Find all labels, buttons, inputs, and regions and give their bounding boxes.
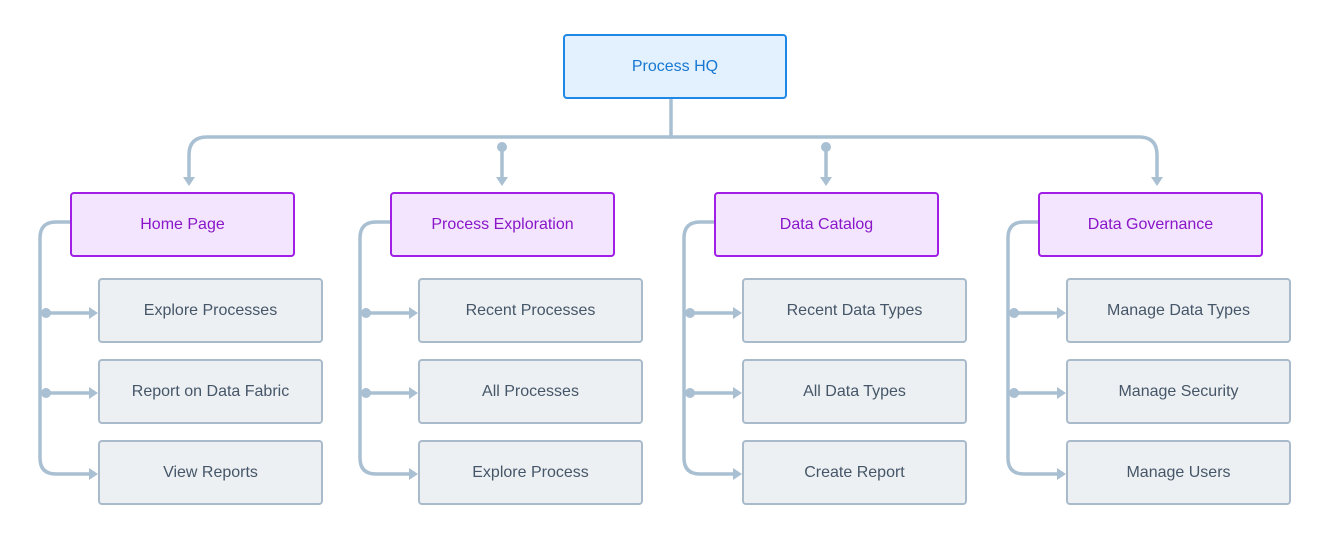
arrow-to-process-exploration — [496, 177, 508, 186]
group-2-arrow-row-2 — [733, 387, 742, 399]
group-2-arrow-row-3 — [733, 468, 742, 480]
leaf-node-explore-processes[interactable]: Explore Processes — [98, 278, 323, 343]
leaf-node-recent-processes[interactable]: Recent Processes — [418, 278, 643, 343]
leaf-node-explore-process[interactable]: Explore Process — [418, 440, 643, 505]
group-1-arrow-row-1 — [409, 307, 418, 319]
group-2-spine-line — [682, 220, 735, 476]
group-1-spine-line — [358, 220, 411, 476]
section-node-data-governance[interactable]: Data Governance — [1038, 192, 1263, 257]
top-bus-line — [187, 135, 1159, 178]
arrow-to-home-page — [183, 177, 195, 186]
leaf-node-recent-data-types[interactable]: Recent Data Types — [742, 278, 967, 343]
leaf-label: All Processes — [482, 382, 579, 400]
section-node-data-catalog[interactable]: Data Catalog — [714, 192, 939, 257]
leaf-label: Manage Users — [1126, 463, 1231, 481]
group-0-arrow-row-1 — [89, 307, 98, 319]
arrow-to-data-governance — [1151, 177, 1163, 186]
group-1-arrow-row-3 — [409, 468, 418, 480]
group-0-arrow-row-2 — [89, 387, 98, 399]
root-node[interactable]: Process HQ — [563, 34, 787, 99]
leaf-node-all-processes[interactable]: All Processes — [418, 359, 643, 424]
section-label: Data Governance — [1087, 215, 1214, 233]
leaf-label: Explore Process — [472, 463, 589, 481]
leaf-label: Manage Data Types — [1107, 301, 1250, 319]
section-label: Process Exploration — [431, 215, 574, 233]
leaf-label: Explore Processes — [143, 301, 278, 319]
group-3-spine-line — [1006, 220, 1059, 476]
leaf-node-create-report[interactable]: Create Report — [742, 440, 967, 505]
group-2-arrow-row-1 — [733, 307, 742, 319]
leaf-label: Create Report — [804, 463, 905, 481]
leaf-label: All Data Types — [803, 382, 906, 400]
root-label: Process HQ — [631, 57, 719, 75]
group-0-arrow-row-3 — [89, 468, 98, 480]
group-3-arrow-row-1 — [1057, 307, 1066, 319]
leaf-label: View Reports — [163, 463, 258, 481]
group-1-arrow-row-2 — [409, 387, 418, 399]
section-node-home-page[interactable]: Home Page — [70, 192, 295, 257]
leaf-label: Recent Processes — [465, 301, 596, 319]
group-3-arrow-row-3 — [1057, 468, 1066, 480]
leaf-label: Recent Data Types — [786, 301, 923, 319]
section-label: Home Page — [140, 215, 225, 233]
leaf-node-manage-security[interactable]: Manage Security — [1066, 359, 1291, 424]
leaf-label: Manage Security — [1118, 382, 1239, 400]
leaf-node-manage-data-types[interactable]: Manage Data Types — [1066, 278, 1291, 343]
leaf-node-view-reports[interactable]: View Reports — [98, 440, 323, 505]
group-0-spine-line — [38, 220, 91, 476]
leaf-node-all-data-types[interactable]: All Data Types — [742, 359, 967, 424]
section-label: Data Catalog — [779, 215, 874, 233]
leaf-node-manage-users[interactable]: Manage Users — [1066, 440, 1291, 505]
leaf-label: Report on Data Fabric — [131, 382, 290, 400]
arrow-to-data-catalog — [820, 177, 832, 186]
group-3-arrow-row-2 — [1057, 387, 1066, 399]
leaf-node-report-on-data-fabric[interactable]: Report on Data Fabric — [98, 359, 323, 424]
section-node-process-exploration[interactable]: Process Exploration — [390, 192, 615, 257]
